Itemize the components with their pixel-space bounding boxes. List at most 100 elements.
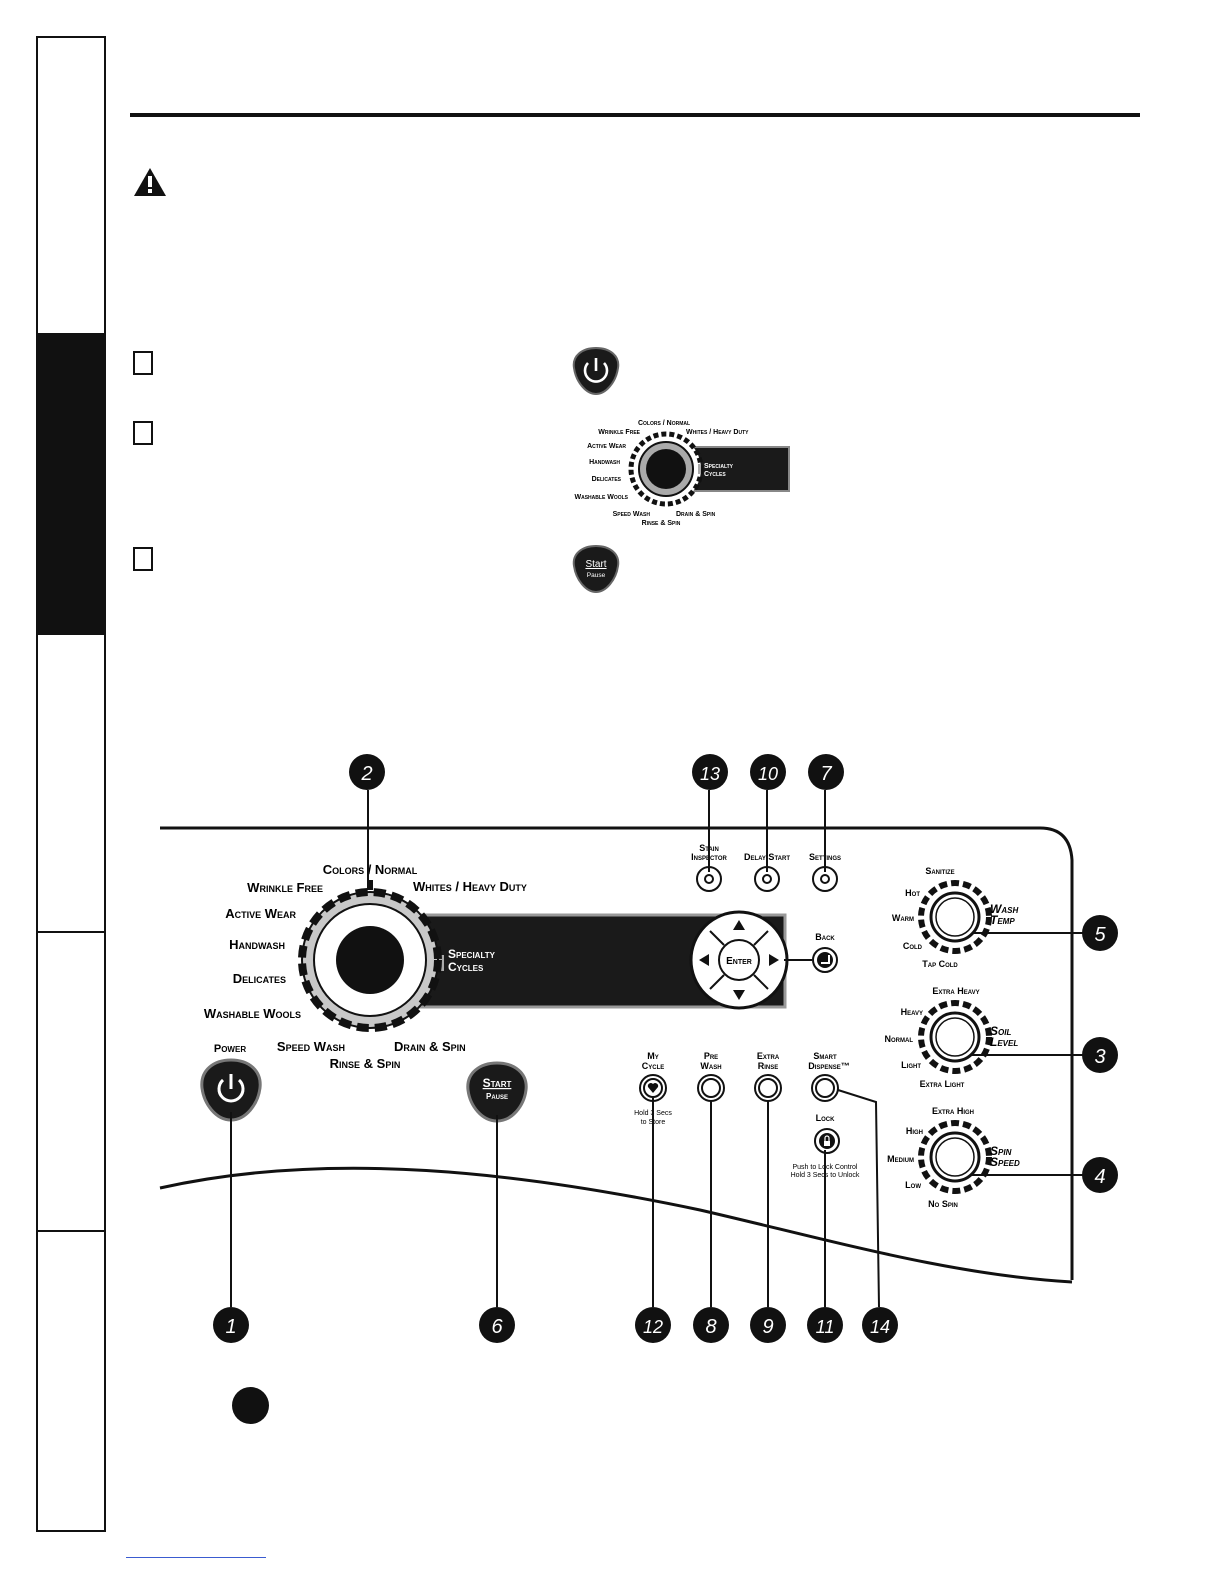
mini-start-label: Start: [585, 559, 606, 570]
power-icon: [572, 346, 620, 396]
callout-5: 5: [1082, 915, 1118, 951]
back-label: Back: [815, 932, 835, 942]
smart-dispense-button[interactable]: [811, 1074, 839, 1102]
lock-button[interactable]: [814, 1128, 840, 1154]
callout-8: 8: [693, 1307, 729, 1343]
callout-11: 11: [807, 1307, 843, 1343]
pre-wash-label: Pre: [704, 1051, 718, 1061]
spin-speed-knob[interactable]: [918, 1120, 992, 1194]
wash-temp-level: Hot: [905, 888, 920, 898]
spin-speed-title: Speed: [990, 1155, 1020, 1169]
mini-specialty-label: Specialty: [704, 463, 734, 470]
spin-speed-level: Extra High: [932, 1106, 974, 1116]
arrow-down-icon: [733, 990, 745, 1000]
wash-temp-level: Cold: [903, 941, 923, 951]
pre-wash-button[interactable]: [697, 1074, 725, 1102]
power-button[interactable]: [200, 1058, 262, 1122]
svg-text:1: 1: [225, 1316, 236, 1338]
smart-dispense-label: Smart: [813, 1051, 837, 1061]
callout-3: 3: [1082, 1037, 1118, 1073]
wash-temp-knob[interactable]: [918, 880, 992, 954]
arrow-left-icon: [699, 954, 709, 966]
step-checkbox-2[interactable]: [133, 421, 153, 445]
callout-9: 9: [750, 1307, 786, 1343]
wash-temp-level: Warm: [892, 913, 914, 923]
mini-cycle-bottom-left: Speed Wash: [613, 511, 651, 518]
soil-level-level: Normal: [885, 1034, 914, 1044]
cycle-label-left: Delicates: [233, 971, 286, 986]
my-cycle-button[interactable]: [639, 1074, 667, 1102]
callout-1: 1: [213, 1307, 249, 1343]
callout-12: 12: [635, 1307, 671, 1343]
callout-2: 2: [349, 754, 385, 790]
svg-text:14: 14: [870, 1317, 890, 1337]
svg-text:8: 8: [705, 1316, 716, 1338]
step-checkbox-1[interactable]: [133, 351, 153, 375]
mini-cycle-right: Whites / Heavy Duty: [686, 429, 749, 436]
step-checkbox-3[interactable]: [133, 547, 153, 571]
side-tab-divider: [36, 931, 106, 933]
cycle-dial-mini: Colors / Normal Whites / Heavy Duty Wrin…: [575, 420, 790, 527]
callout-6: 6: [479, 1307, 515, 1343]
cycle-label-left: Wrinkle Free: [247, 880, 323, 895]
soil-level-level: Light: [901, 1060, 921, 1070]
lock-label: Lock: [816, 1113, 835, 1123]
lock-icon: [824, 1141, 830, 1146]
arrow-right-icon: [769, 954, 779, 966]
start-pause-icon: Start Pause: [572, 544, 620, 594]
my-cycle-label: Cycle: [642, 1061, 665, 1071]
callout-10: 10: [750, 754, 786, 790]
control-panel-diagram: Specialty Cycles Colors / Normal Whites …: [159, 754, 1118, 1343]
spin-speed-level: Medium: [887, 1154, 914, 1164]
wash-temp-title: Temp: [990, 913, 1015, 927]
mini-pause-label: Pause: [587, 572, 606, 579]
soil-level-title: Level: [990, 1035, 1018, 1049]
cycle-label-left: Active Wear: [225, 906, 296, 921]
cycle-label-top: Colors / Normal: [323, 862, 418, 877]
svg-text:7: 7: [820, 763, 832, 785]
specialty-label: Cycles: [448, 960, 484, 974]
cycle-label-bottom-left: Speed Wash: [277, 1039, 345, 1054]
back-arrow-icon: [821, 955, 830, 964]
extra-rinse-label: Extra: [757, 1051, 780, 1061]
soil-level-knob[interactable]: [918, 1000, 992, 1074]
soil-level-title: Soil: [990, 1024, 1011, 1038]
svg-text:10: 10: [758, 764, 778, 784]
section-bullet: [232, 1387, 269, 1424]
svg-text:9: 9: [762, 1316, 773, 1338]
callout-13: 13: [692, 754, 728, 790]
svg-text:12: 12: [643, 1317, 663, 1337]
mini-specialty-label: Cycles: [704, 471, 726, 478]
mini-cycle-top: Colors / Normal: [638, 420, 690, 427]
navigation-pad[interactable]: [689, 910, 789, 1010]
extra-rinse-button[interactable]: [754, 1074, 782, 1102]
panel-outline: [160, 826, 1074, 1280]
leader-lines: [230, 790, 1083, 1308]
spin-speed-level: No Spin: [928, 1199, 958, 1209]
callout-7: 7: [808, 754, 844, 790]
mini-cycle-left: Delicates: [592, 476, 622, 483]
my-cycle-label: My: [647, 1051, 659, 1061]
pause-label: Pause: [486, 1092, 508, 1101]
specialty-label: Specialty: [448, 947, 496, 961]
callout-4: 4: [1082, 1157, 1118, 1193]
cycle-selector-knob[interactable]: [298, 880, 442, 1032]
wash-temp-level: Tap Cold: [922, 959, 958, 969]
spin-speed-level: High: [906, 1126, 923, 1136]
soil-level-level: Heavy: [901, 1007, 923, 1017]
svg-text:3: 3: [1094, 1046, 1105, 1068]
side-tab-active[interactable]: [36, 333, 106, 635]
cycle-label-bottom: Rinse & Spin: [330, 1056, 401, 1071]
wash-temp-level: Sanitize: [925, 866, 954, 876]
heart-icon: [647, 1083, 659, 1093]
soil-level-level: Extra Light: [920, 1079, 965, 1089]
mini-cycle-left: Washable Wools: [575, 494, 629, 501]
pre-wash-label: Wash: [700, 1061, 721, 1071]
callout-14: 14: [862, 1307, 898, 1343]
side-tab-divider: [36, 1230, 106, 1232]
mini-cycle-left: Handwash: [589, 459, 620, 466]
svg-text:2: 2: [360, 763, 372, 785]
page-link[interactable]: [126, 1557, 266, 1558]
side-tab-column: [36, 36, 106, 1532]
cycle-label-right: Whites / Heavy Duty: [413, 879, 527, 894]
